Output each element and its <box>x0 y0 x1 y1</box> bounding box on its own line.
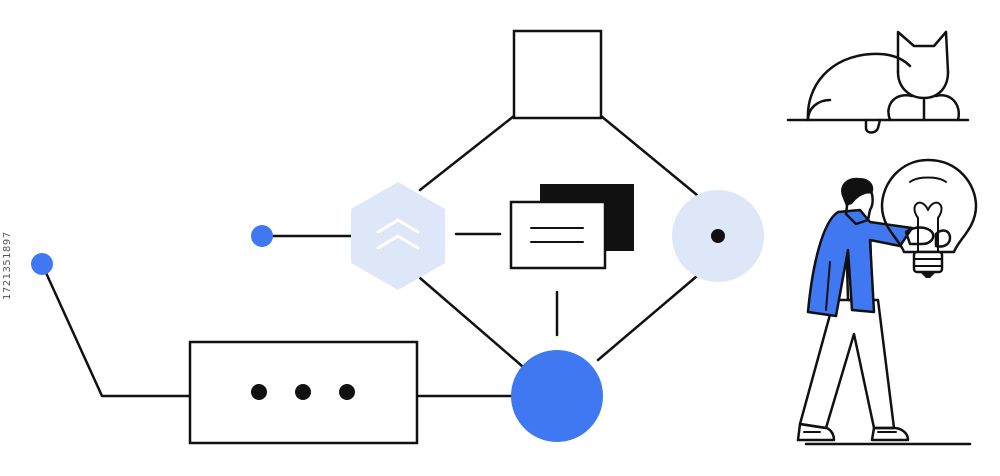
stock-id-watermark: 1721351897 <box>2 231 13 300</box>
hexagon-node <box>351 182 445 290</box>
endpoint-dot-middle <box>251 225 273 247</box>
connector-lines <box>40 114 699 398</box>
hair <box>841 177 874 206</box>
connector-hex-square <box>418 114 516 192</box>
ellipsis-icon <box>251 384 355 400</box>
endpoint-dot-left <box>31 253 53 275</box>
ellipsis-rect-node <box>188 340 419 445</box>
hub-circle-node <box>511 350 603 442</box>
square-node <box>512 29 603 120</box>
sleeping-cat-icon <box>786 30 970 134</box>
connector-hex-bluecircle <box>418 276 524 368</box>
connector-circle-bluecircle <box>596 274 699 362</box>
target-circle-node <box>672 190 764 282</box>
double-chevron-up-icon <box>376 218 420 250</box>
connector-square-circle <box>599 114 699 197</box>
message-card-icon <box>509 184 634 270</box>
connector-dot-rect <box>40 262 192 398</box>
lightbulb-icon <box>880 158 978 278</box>
person-with-lightbulb <box>796 158 978 446</box>
blue-jacket <box>806 208 914 318</box>
